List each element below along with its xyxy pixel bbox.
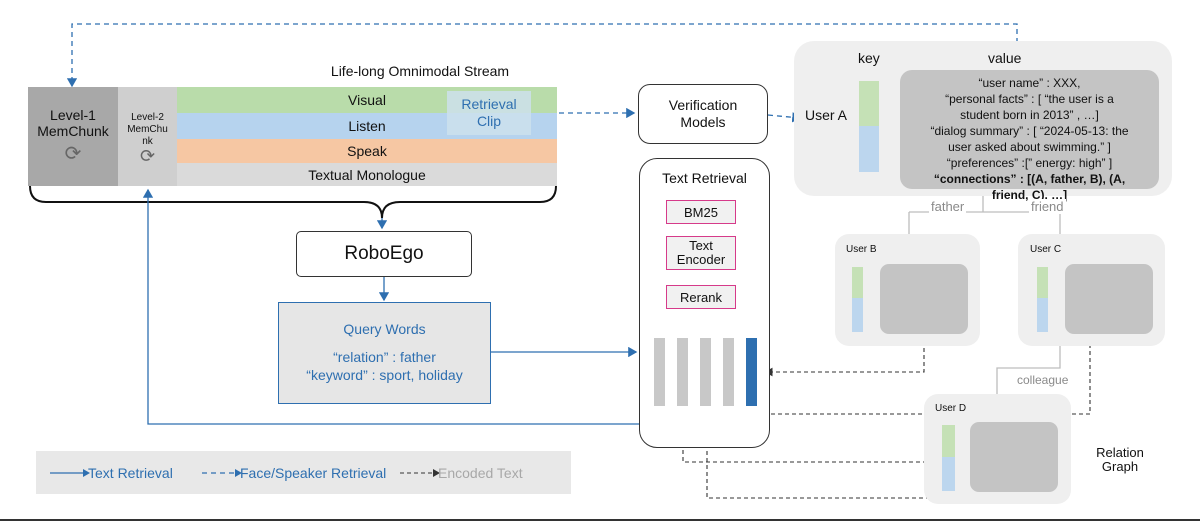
user-d-key-green	[942, 425, 955, 457]
value-line: “personal facts” : [ “the user is a	[945, 92, 1114, 106]
verification-line1: Verification	[668, 97, 738, 113]
user-c-key-blue	[1037, 298, 1048, 332]
relation-friend: friend	[1029, 199, 1066, 214]
speak-band: Speak	[177, 139, 557, 163]
level1-label-line1: Level-1	[50, 107, 96, 123]
relation-graph-line1: Relation	[1096, 445, 1144, 460]
user-a-label: User A	[805, 107, 848, 123]
level2-label-line3: nk	[142, 135, 153, 147]
value-line: “user name” : XXX,	[978, 76, 1081, 90]
value-line: “preferences” :[” energy: high” ]	[946, 156, 1113, 170]
user-b-key-green	[852, 267, 863, 298]
query-keyword: “keyword” : sport, holiday	[306, 367, 463, 383]
refresh-icon: ⟳	[139, 145, 156, 166]
user-a-value-box: “user name” : XXX, “personal facts” : [ …	[900, 70, 1159, 202]
verification-models-box[interactable]: Verification Models	[638, 84, 768, 144]
value-line: “dialog summary” : [ “2024-05-13: the	[930, 124, 1129, 138]
roboego-box[interactable]: RoboEgo	[296, 231, 472, 277]
key-header: key	[858, 50, 880, 66]
stream-title: Life-long Omnimodal Stream	[330, 63, 510, 79]
level2-label-line1: Level-2	[131, 111, 164, 123]
retrieval-clip[interactable]: Retrieval Clip	[447, 91, 531, 135]
legend: Text Retrieval Face/Speaker Retrieval En…	[36, 451, 571, 494]
user-b-label: User B	[846, 244, 877, 255]
user-c-key-green	[1037, 267, 1048, 298]
legend-text-retrieval: Text Retrieval	[88, 465, 173, 481]
user-d-key-blue	[942, 457, 955, 491]
textual-monologue-band: Textual Monologue	[177, 163, 557, 186]
legend-dashed-dark-arrow	[400, 469, 440, 477]
relation-colleague: colleague	[1017, 373, 1069, 387]
bm25-box[interactable]: BM25	[666, 200, 736, 224]
query-relation: “relation” : father	[333, 349, 436, 365]
relation-father: father	[929, 199, 967, 214]
value-header: value	[988, 50, 1022, 66]
candidate-bar	[677, 338, 688, 406]
query-words-box[interactable]: Query Words “relation” : father “keyword…	[278, 302, 491, 404]
candidate-bar	[700, 338, 711, 406]
text-encoder-box[interactable]: Text Encoder	[666, 236, 736, 270]
user-a-key-blue	[859, 126, 879, 172]
connections-key: “connections” :	[933, 172, 1028, 186]
user-c-label: User C	[1030, 244, 1062, 255]
legend-solid-arrow	[50, 469, 90, 477]
verification-line2: Models	[680, 114, 726, 130]
legend-encoded-text: Encoded Text	[438, 465, 523, 481]
rerank-box[interactable]: Rerank	[666, 285, 736, 309]
candidate-bar	[723, 338, 734, 406]
retrieval-clip-line2: Clip	[476, 113, 502, 129]
user-d-value-box	[970, 422, 1058, 492]
legend-face-speaker: Face/Speaker Retrieval	[240, 465, 387, 481]
retrieval-clip-line1: Retrieval	[461, 96, 517, 112]
query-words-title: Query Words	[343, 321, 426, 337]
refresh-icon: ⟳	[64, 143, 82, 165]
selected-candidate-bar	[746, 338, 757, 406]
value-line: student born in 2013” , …]	[960, 108, 1099, 122]
text-encoder-line1: Text	[689, 238, 713, 253]
value-line: user asked about swimming.” ]	[948, 140, 1111, 154]
user-a-key-green	[859, 81, 879, 126]
relation-graph-line2: Graph	[1101, 459, 1139, 474]
level1-label-line2: MemChunk	[37, 123, 109, 139]
connections-value-1: [(A, father, B), (A,	[1027, 172, 1126, 186]
level2-memchunk[interactable]: Level-2 MemChu nk ⟳	[118, 87, 177, 186]
user-b-value-box	[880, 264, 968, 334]
stream-brace	[29, 185, 557, 219]
user-c-value-box	[1065, 264, 1153, 334]
user-d-label: User D	[935, 403, 967, 414]
text-retrieval-title: Text Retrieval	[662, 170, 747, 186]
user-b-key-blue	[852, 298, 863, 332]
relation-graph-label: Relation Graph	[1085, 445, 1155, 475]
legend-dashed-blue-arrow	[202, 469, 242, 477]
candidate-bar	[654, 338, 665, 406]
text-encoder-line2: Encoder	[676, 252, 726, 267]
connections-line1: “connections” : [(A, father, B), (A,	[900, 171, 1159, 187]
level2-label-line2: MemChu	[127, 123, 168, 135]
connections-value-2: friend, C), …]	[991, 188, 1068, 202]
level1-memchunk[interactable]: Level-1 MemChunk ⟳	[28, 87, 118, 186]
